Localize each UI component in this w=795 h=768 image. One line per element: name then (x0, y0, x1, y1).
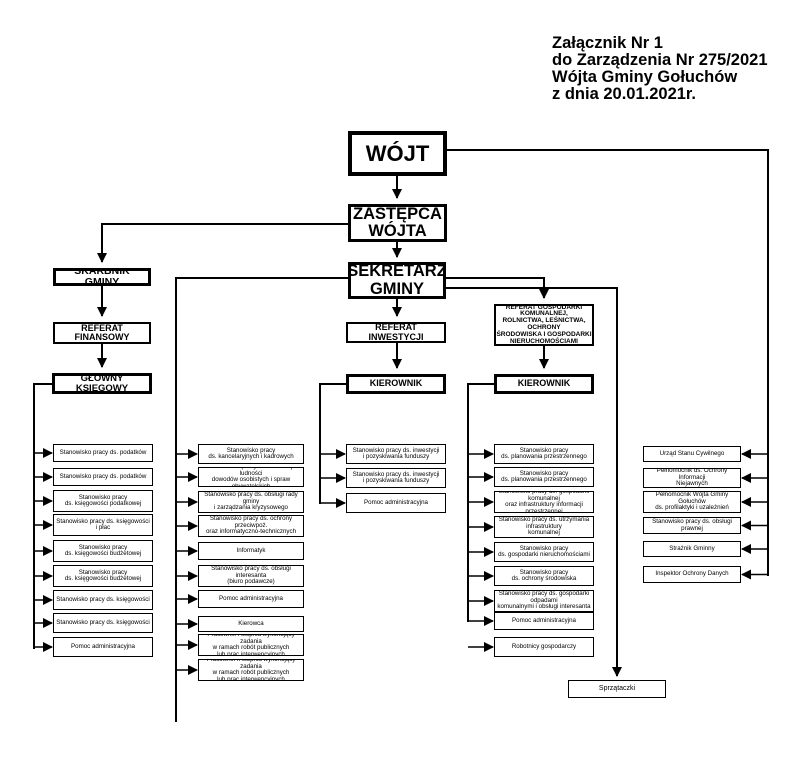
referat-finansowy-box: REFERAT FINANSOWY (53, 322, 151, 344)
finanse-staff-position-box: Stanowisko pracy ds. podatków (53, 444, 153, 462)
gospodarka-staff-position-box: Robotnicy gospodarczy (494, 637, 594, 657)
header-line-3: Wójta Gminy Gołuchów (552, 68, 738, 86)
glowny-ksiegowy-box: GŁÓWNY KSIĘGOWY (52, 373, 152, 394)
gospodarka-staff-position-box: Stanowisko pracy ds. gospodarki nierucho… (494, 542, 594, 562)
wojt-box: WÓJT (348, 131, 447, 176)
header-line-1: Załącznik Nr 1 (552, 34, 663, 52)
wojt_direct-staff-position-box: Strażnik Gminny (643, 541, 741, 557)
skarbnik-gminy-box: SKARBNIK GMINY (53, 268, 151, 286)
wojt_direct-staff-position-box: Pełnomocnik ds. Ochrony Informacji Nieja… (643, 468, 741, 488)
finanse-staff-position-box: Stanowisko pracy ds. księgowości i płac (53, 514, 153, 536)
finanse-staff-position-box: Stanowisko pracy ds. księgowości budżeto… (53, 565, 153, 587)
gospodarka-staff-position-box: Stanowisko pracy ds. gospodarki komunaln… (494, 491, 594, 513)
zastepca-wojta-box: ZASTĘPCA WÓJTA (348, 204, 447, 242)
wojt_direct-staff-position-box: Pełnomocnik Wójta Gminy Gołuchów ds. pro… (643, 491, 741, 513)
inwestycje-staff-position-box: Stanowisko pracy ds. inwestycji i pozysk… (346, 444, 446, 464)
wojt_direct-staff-position-box: Inspektor Ochrony Danych (643, 566, 741, 583)
attachment-header: Załącznik Nr 1 do Zarządzenia Nr 275/202… (552, 35, 768, 103)
wojt_direct-staff-position-box: Stanowisko pracy ds. obsługi prawnej (643, 517, 741, 534)
sekretarz-gminy-box: SEKRETARZ GMINY (348, 262, 446, 299)
sekretarz-staff-position-box: Kierowca (198, 616, 304, 632)
gospodarka-staff-position-box: Stanowisko pracy ds. ochrony środowiska (494, 566, 594, 586)
finanse-staff-position-box: Pomoc administracyjna (53, 637, 153, 657)
sekretarz-staff-position-box: Pomoc administracyjna (198, 590, 304, 608)
sekretarz-staff-position-box: Stanowisko pracy ds. ochrony przeciwpoż.… (198, 515, 304, 537)
sekretarz-staff-position-box: Stanowisko pracy ds. obsługi interesanta… (198, 565, 304, 587)
gospodarka-staff-position-box: Pomoc administracyjna (494, 612, 594, 630)
referat-gospodarki-box: REFERAT GOSPODARKI KOMUNALNEJ, ROLNICTWA… (494, 304, 594, 346)
finanse-staff-position-box: Stanowisko pracy ds. księgowości (53, 613, 153, 633)
sekretarz-staff-position-box: Stanowisko pracy ds. obsługi rady gminy … (198, 491, 304, 513)
gospodarka-staff-position-box: Stanowisko pracy ds. utrzymania infrastr… (494, 516, 594, 538)
finanse-staff-position-box: Stanowisko pracy ds. księgowości podatko… (53, 490, 153, 512)
gospodarka-staff-position-box: Stanowisko pracy ds. planowania przestrz… (494, 444, 594, 464)
header-line-4: z dnia 20.01.2021r. (552, 85, 697, 103)
finanse-staff-position-box: Stanowisko pracy ds. księgowości (53, 590, 153, 610)
sekretarz-staff-position-box: Pracownik II stopnia wykonujący zadania … (198, 659, 304, 681)
kierownik-gospodarki-box: KIEROWNIK (494, 374, 594, 394)
gospodarka-staff-position-box: Stanowisko pracy ds. gospodarki odpadami… (494, 590, 594, 612)
gospodarka-staff-position-box: Stanowisko pracy ds. planowania przestrz… (494, 467, 594, 487)
wojt_direct-staff-position-box: Urząd Stanu Cywilnego (643, 446, 741, 462)
finanse-staff-position-box: Stanowisko pracy ds. księgowości budżeto… (53, 540, 153, 562)
sekretarz-staff-position-box: Informatyk (198, 542, 304, 560)
sekretarz-staff-position-box: Stanowisko pracy ds. kancelaryjnych i ka… (198, 444, 304, 464)
sekretarz-staff-position-box: Stanowisko pracy ds. ewidencji ludności … (198, 467, 304, 487)
referat-inwestycji-box: REFERAT INWESTYCJI (346, 322, 446, 343)
kierownik-inwestycji-box: KIEROWNIK (346, 374, 446, 394)
inwestycje-staff-position-box: Stanowisko pracy ds. inwestycji i pozysk… (346, 468, 446, 488)
inwestycje-staff-position-box: Pomoc administracyjna (346, 493, 446, 513)
sprzataczki-box: Sprzątaczki (568, 680, 666, 698)
header-line-2: do Zarządzenia Nr 275/2021 (552, 51, 768, 69)
sekretarz-staff-position-box: Pracownik I stopnia wykonujący zadania w… (198, 634, 304, 656)
finanse-staff-position-box: Stanowisko pracy ds. podatków (53, 468, 153, 486)
